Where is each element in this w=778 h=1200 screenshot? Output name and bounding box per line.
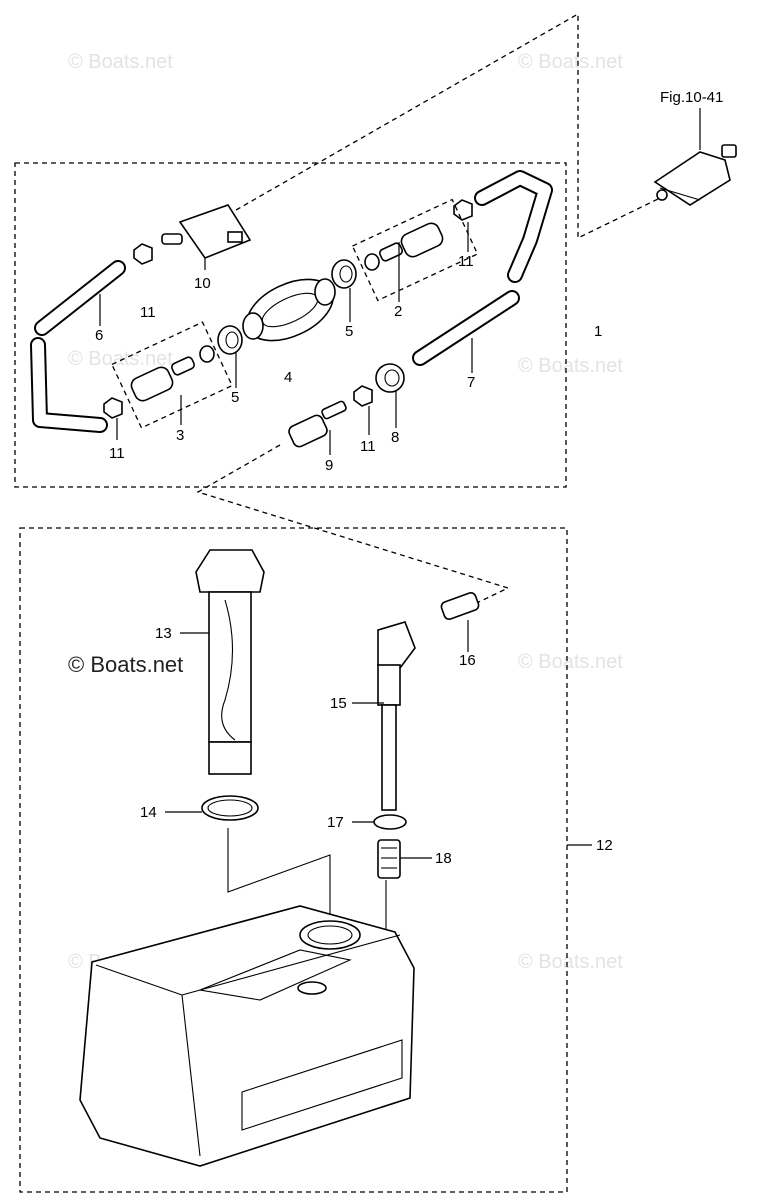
watermark: © Boats.net — [518, 951, 623, 973]
callout-16: 16 — [459, 652, 476, 669]
watermarks: © Boats.net © Boats.net © Boats.net © Bo… — [68, 51, 623, 973]
callout-7: 7 — [467, 374, 475, 391]
engine-connector: Fig.10-41 — [653, 89, 737, 206]
callout-11: 11 — [360, 438, 376, 455]
callout-numbers: 1 2 3 4 5 5 6 7 8 9 10 11 11 11 11 12 13… — [95, 253, 613, 867]
callout-12: 12 — [596, 837, 613, 854]
callout-17: 17 — [327, 814, 344, 831]
callout-15: 15 — [330, 695, 347, 712]
watermark: © Boats.net — [68, 652, 183, 677]
watermark: © Boats.net — [518, 51, 623, 73]
callout-5: 5 — [345, 323, 353, 340]
tank-connector-part — [288, 400, 347, 448]
callout-4: 4 — [284, 369, 292, 386]
figure-reference: Fig.10-41 — [660, 89, 723, 106]
callout-10: 10 — [194, 275, 211, 292]
callout-5: 5 — [231, 389, 239, 406]
watermark: © Boats.net — [68, 51, 173, 73]
hose-nuts — [103, 199, 473, 419]
hose-connectors — [111, 198, 479, 429]
callout-14: 14 — [140, 804, 157, 821]
callout-8: 8 — [391, 429, 399, 446]
callout-3: 3 — [176, 427, 184, 444]
fuel-filter-part — [161, 204, 252, 259]
watermark: © Boats.net — [518, 651, 623, 673]
watermark: © Boats.net — [68, 348, 173, 370]
primer-bulb-part — [242, 278, 336, 342]
callout-1: 1 — [594, 323, 602, 340]
fuel-pickup-part — [373, 591, 480, 879]
watermark: © Boats.net — [518, 355, 623, 377]
fuel-tank-assembly-box — [19, 527, 568, 1193]
callout-11: 11 — [109, 445, 125, 462]
callout-18: 18 — [435, 850, 452, 867]
callout-11: 11 — [140, 304, 156, 321]
callout-13: 13 — [155, 625, 172, 642]
fuel-hoses — [30, 170, 553, 433]
fuel-line-assembly-box — [14, 162, 567, 488]
callout-6: 6 — [95, 327, 103, 344]
hose-clamps — [217, 259, 405, 393]
callout-9: 9 — [325, 457, 333, 474]
fuel-tank-part — [79, 905, 415, 1167]
callout-2: 2 — [394, 303, 402, 320]
leader-lines — [99, 222, 592, 859]
callout-11: 11 — [458, 253, 474, 270]
fuel-gauge-part — [195, 549, 265, 821]
connection-lines — [196, 12, 661, 949]
